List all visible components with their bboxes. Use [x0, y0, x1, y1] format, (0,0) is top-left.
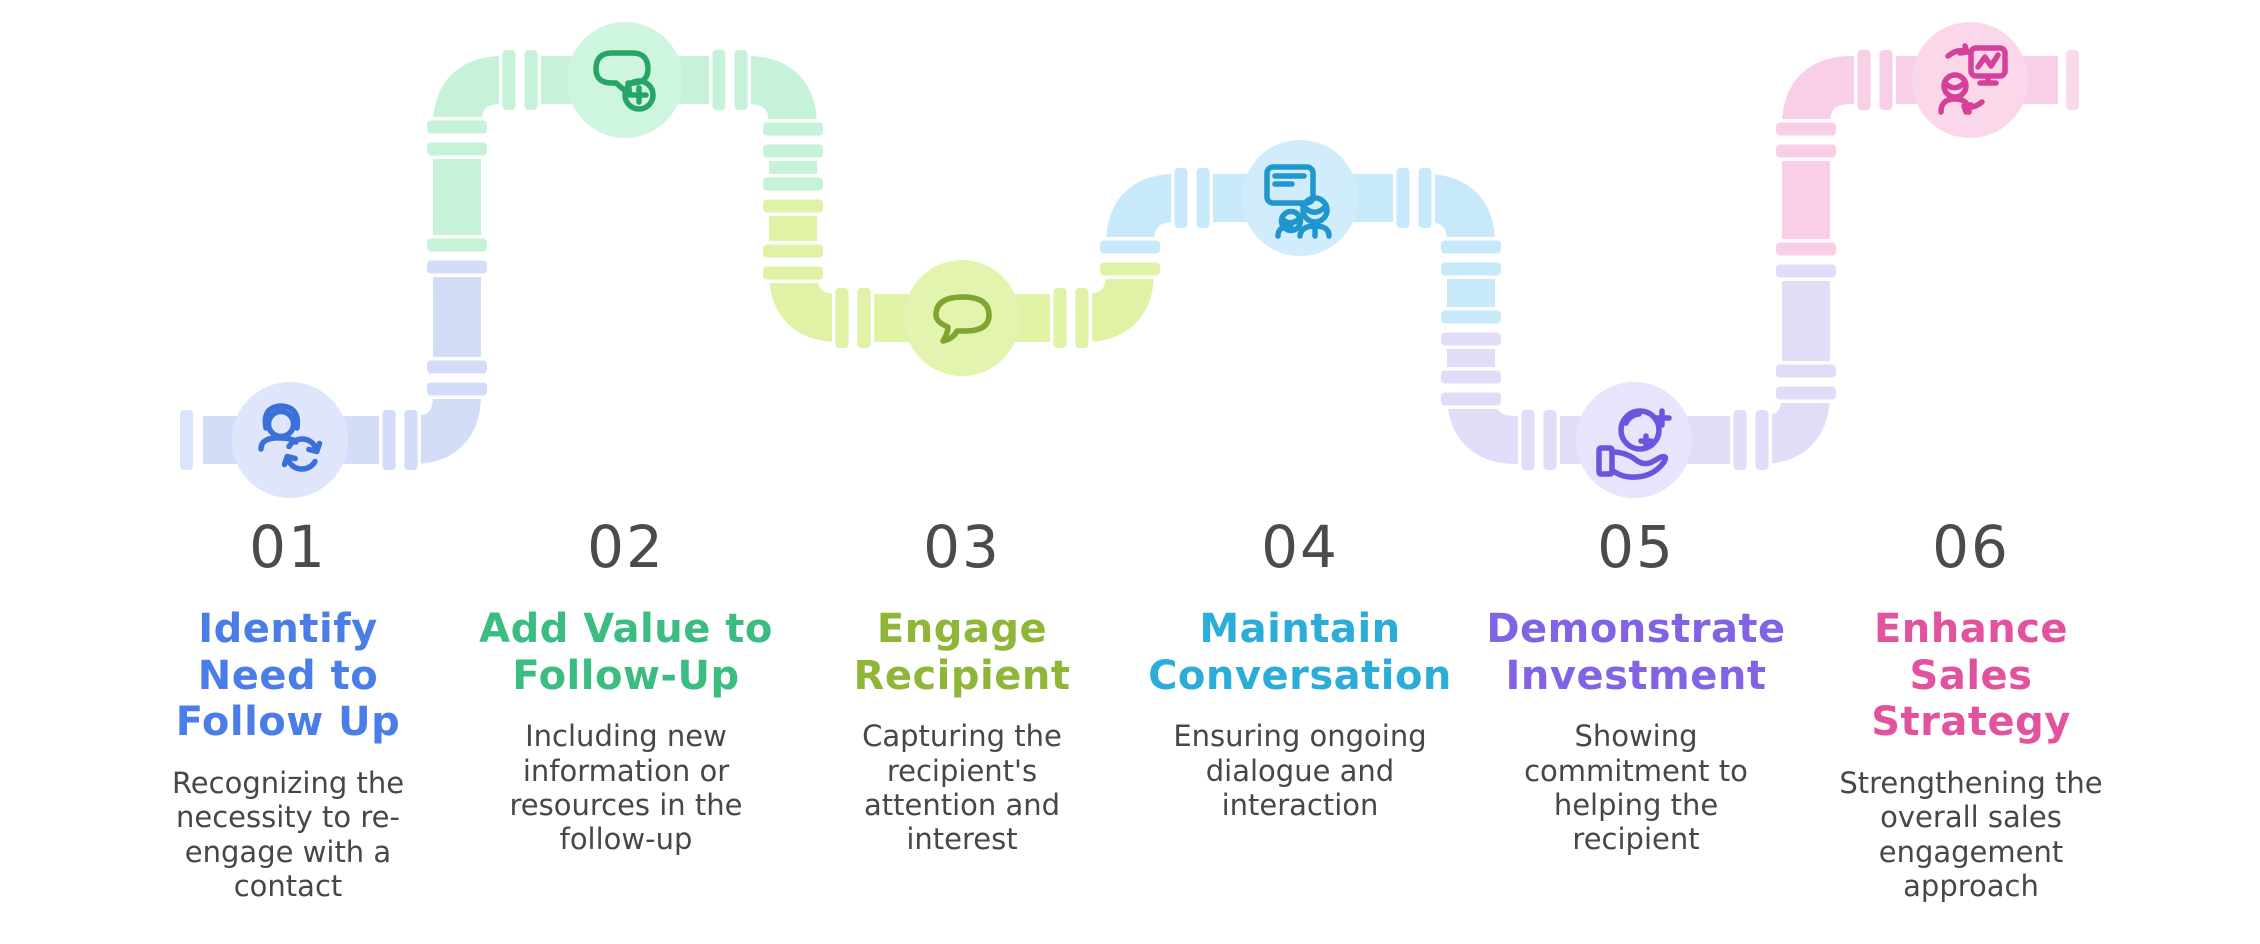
step-column-2: 02 Add Value to Follow-Up Including new … — [461, 513, 791, 857]
pipe-flange — [763, 174, 823, 216]
pipe-flange — [709, 50, 751, 110]
step-description: Showing commitment to helping the recipi… — [1524, 719, 1748, 857]
pipe-flange — [1171, 168, 1213, 228]
pipe-flanges-vertical — [427, 117, 1836, 409]
step-number: 06 — [1932, 513, 2010, 581]
pipe-flange — [763, 241, 823, 283]
step-6-node — [1912, 22, 2028, 138]
chat-add-icon — [593, 50, 656, 112]
pipe-flange — [1518, 410, 1560, 470]
step-number: 05 — [1597, 513, 1675, 581]
step-column-5: 05 Demonstrate Investment Showing commit… — [1471, 513, 1801, 857]
pipe-flange — [427, 357, 487, 399]
step-title: Add Value to Follow-Up — [479, 605, 773, 699]
step-title: Engage Recipient — [853, 605, 1071, 699]
person-sync-icon — [258, 403, 323, 472]
pipe-flange — [1050, 288, 1092, 348]
step-column-1: 01 Identify Need to Follow Up Recognizin… — [123, 513, 453, 903]
pipe-flange — [1776, 361, 1836, 403]
pipe-endcap-left — [180, 410, 193, 470]
pipe-flange — [427, 235, 487, 277]
pipe-flange — [1854, 50, 1896, 110]
pipe-flange — [1100, 237, 1160, 279]
step-number: 02 — [587, 513, 665, 581]
step-3-node — [904, 260, 1020, 376]
pipe-flange — [763, 119, 823, 161]
pipe-flange — [1730, 410, 1772, 470]
sales-presentation-icon — [1938, 43, 2008, 115]
step-column-4: 04 Maintain Conversation Ensuring ongoin… — [1135, 513, 1465, 822]
pipe-flange — [499, 50, 541, 110]
step-description: Recognizing the necessity to re- engage … — [171, 766, 405, 903]
step-number: 03 — [923, 513, 1001, 581]
pipe-endcap-right — [2066, 50, 2079, 110]
step-description: Strengthening the overall sales engageme… — [1839, 766, 2103, 903]
step-column-3: 03 Engage Recipient Capturing the recipi… — [797, 513, 1127, 857]
step-description: Capturing the recipient's attention and … — [862, 719, 1062, 857]
pipe-flange — [379, 410, 421, 470]
pipe-flange — [1441, 307, 1501, 349]
step-title: Maintain Conversation — [1148, 605, 1452, 699]
pipe-flanges-horizontal — [379, 50, 1896, 470]
pipe-flange — [1393, 168, 1435, 228]
pipe-flange — [1776, 239, 1836, 281]
pipe-flange — [1441, 367, 1501, 409]
step-2-node — [567, 22, 683, 138]
pipe-flange — [427, 117, 487, 159]
conversation-people-icon — [1264, 164, 1332, 239]
pipe-flange — [832, 288, 874, 348]
step-title: Enhance Sales Strategy — [1871, 605, 2071, 746]
step-number: 04 — [1261, 513, 1339, 581]
step-title: Identify Need to Follow Up — [175, 605, 401, 746]
step-column-6: 06 Enhance Sales Strategy Strengthening … — [1806, 513, 2136, 903]
step-title: Demonstrate Investment — [1486, 605, 1786, 699]
step-5-node — [1576, 382, 1692, 498]
chat-bubble-icon — [933, 294, 992, 344]
step-description: Ensuring ongoing dialogue and interactio… — [1173, 719, 1427, 822]
step-description: Including new information or resources i… — [509, 719, 743, 857]
pipe-flange — [1441, 237, 1501, 279]
pipe-flange — [1776, 119, 1836, 161]
pipeline-graphic — [180, 22, 2079, 498]
hand-sparkle-icon — [1596, 408, 1672, 480]
step-number: 01 — [249, 513, 327, 581]
